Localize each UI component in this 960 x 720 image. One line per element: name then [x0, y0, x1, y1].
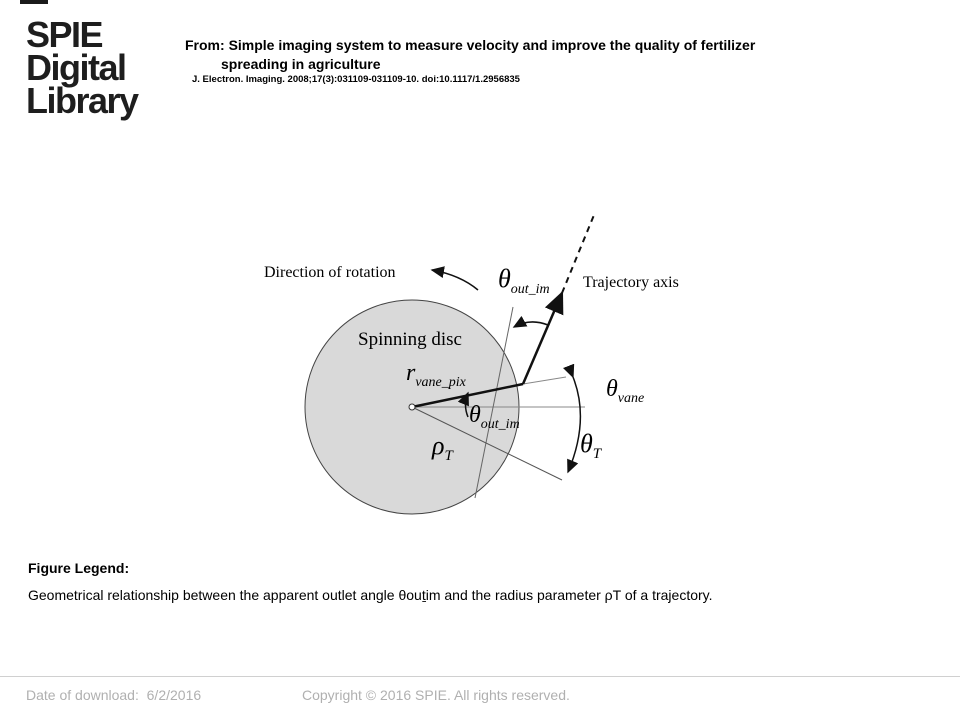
theta-vane-subscript: vane — [618, 391, 644, 406]
article-title-block: From: Simple imaging system to measure v… — [185, 36, 885, 74]
trajectory-vector — [521, 290, 564, 385]
trajectory-axis-label: Trajectory axis — [583, 274, 679, 291]
citation: J. Electron. Imaging. 2008;17(3):031109-… — [192, 74, 520, 85]
theta-out-top-symbol: θ — [498, 264, 511, 293]
figure-legend-text: Geometrical relationship between the app… — [28, 587, 713, 603]
footer-divider — [0, 676, 960, 677]
theta-out-inner-subscript: out_im — [481, 417, 520, 432]
logo-line-3: Library — [26, 80, 139, 121]
theta-out-top-arc — [512, 315, 549, 328]
theta-out-inner-arc — [457, 391, 469, 418]
spinning-disc-label: Spinning disc — [358, 329, 462, 350]
download-date-value: 6/2/2016 — [146, 687, 202, 703]
rho-t-label: ρT — [431, 431, 454, 464]
rho-symbol: ρ — [431, 431, 444, 460]
rho-subscript: T — [444, 448, 454, 464]
theta-t-arc — [563, 363, 582, 474]
from-label: From: — [185, 37, 225, 53]
logo-line-1: SPIE — [26, 14, 104, 55]
download-date: Date of download: 6/2/2016 — [26, 687, 201, 703]
tangent-line — [474, 306, 514, 499]
article-title-line-2: spreading in agriculture — [221, 56, 381, 72]
rho-extension-line — [411, 406, 563, 481]
logo-line-2: Digital — [26, 47, 127, 88]
theta-out-inner-label: θout_im — [469, 402, 520, 432]
r-subscript: vane_pix — [415, 375, 466, 390]
theta-vane-label: θvane — [606, 376, 644, 406]
vane-extension-line — [522, 376, 567, 385]
theta-out-inner-symbol: θ — [469, 402, 481, 428]
trajectory-axis-dashed — [561, 214, 595, 294]
article-title-line-1: Simple imaging system to measure velocit… — [228, 37, 756, 53]
r-vane-label: rvane_pix — [406, 360, 467, 390]
theta-out-top-label: θout_im — [498, 264, 550, 297]
r-symbol: r — [406, 360, 416, 386]
theta-out-top-subscript: out_im — [511, 282, 550, 297]
theta-vane-symbol: θ — [606, 376, 618, 402]
rotation-arrow — [430, 266, 479, 291]
spie-digital-library-logo: SPIE Digital Library — [26, 14, 139, 121]
theta-t-subscript: T — [593, 446, 603, 462]
disc-center — [408, 403, 416, 411]
figure-legend-heading: Figure Legend: — [28, 560, 130, 576]
theta-t-symbol: θ — [580, 429, 593, 458]
theta-t-label: θT — [580, 429, 603, 462]
geometry-diagram: Direction of rotation Spinning disc Traj… — [264, 214, 679, 515]
top-accent-bar — [20, 0, 48, 4]
direction-of-rotation-label: Direction of rotation — [264, 264, 396, 281]
download-date-label: Date of download: — [26, 687, 139, 703]
copyright-notice: Copyright © 2016 SPIE. All rights reserv… — [302, 687, 570, 703]
